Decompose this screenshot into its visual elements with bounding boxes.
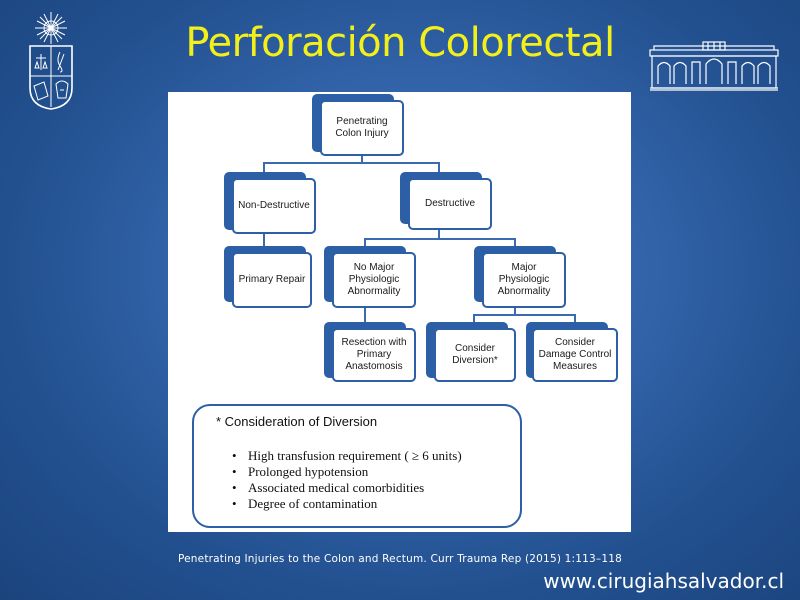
connector-line <box>263 162 440 164</box>
slide-title: Perforación Colorectal <box>185 20 615 66</box>
node-primary-repair: Primary Repair <box>232 252 312 308</box>
node-consider-diversion: Consider Diversion* <box>434 328 516 382</box>
diversion-criteria-box: * Consideration of Diversion High transf… <box>192 404 522 528</box>
node-resection-anastomosis: Resection with Primary Anastomosis <box>332 328 416 382</box>
connector-line <box>438 224 440 238</box>
node-major-abnormality: Major Physiologic Abnormality <box>482 252 566 308</box>
node-label: Resection with Primary Anastomosis <box>341 337 407 372</box>
node-consider-damage-control: Consider Damage Control Measures <box>532 328 618 382</box>
node-destructive: Destructive <box>408 178 492 230</box>
flowchart-panel: Penetrating Colon Injury Non-Destructive… <box>168 92 631 532</box>
node-penetrating-colon-injury: Penetrating Colon Injury <box>320 100 404 156</box>
website-url: www.cirugiahsalvador.cl <box>543 569 784 593</box>
connector-line <box>514 304 516 314</box>
university-crest-logo <box>29 12 73 110</box>
connector-line <box>361 154 363 162</box>
node-label: Primary Repair <box>238 274 306 285</box>
node-label: Non-Destructive <box>238 200 310 211</box>
connector-line <box>473 314 475 326</box>
node-label: Penetrating Colon Injury <box>335 116 389 139</box>
citation: Penetrating Injuries to the Colon and Re… <box>177 553 623 565</box>
connector-line <box>263 162 265 178</box>
hospital-building-logo <box>649 41 779 91</box>
node-label: Consider Damage Control Measures <box>538 337 612 372</box>
node-label: No Major Physiologic Abnormality <box>347 262 401 297</box>
node-label: Consider Diversion* <box>452 343 498 366</box>
node-non-destructive: Non-Destructive <box>232 178 316 234</box>
connector-line <box>364 304 366 326</box>
criteria-list: High transfusion requirement ( ≥ 6 units… <box>232 448 462 512</box>
criteria-item: Prolonged hypotension <box>232 464 462 480</box>
connector-line <box>473 314 576 316</box>
connector-line <box>438 162 440 174</box>
connector-line <box>364 238 366 250</box>
connector-line <box>514 238 516 250</box>
node-label: Major Physiologic Abnormality <box>497 262 551 297</box>
connector-line <box>364 238 516 240</box>
node-no-major-abnormality: No Major Physiologic Abnormality <box>332 252 416 308</box>
node-label: Destructive <box>424 198 475 209</box>
connector-line <box>574 314 576 326</box>
criteria-item: Degree of contamination <box>232 496 462 512</box>
criteria-title: * Consideration of Diversion <box>216 414 378 429</box>
criteria-item: High transfusion requirement ( ≥ 6 units… <box>232 448 462 464</box>
criteria-item: Associated medical comorbidities <box>232 480 462 496</box>
connector-line <box>263 232 265 250</box>
